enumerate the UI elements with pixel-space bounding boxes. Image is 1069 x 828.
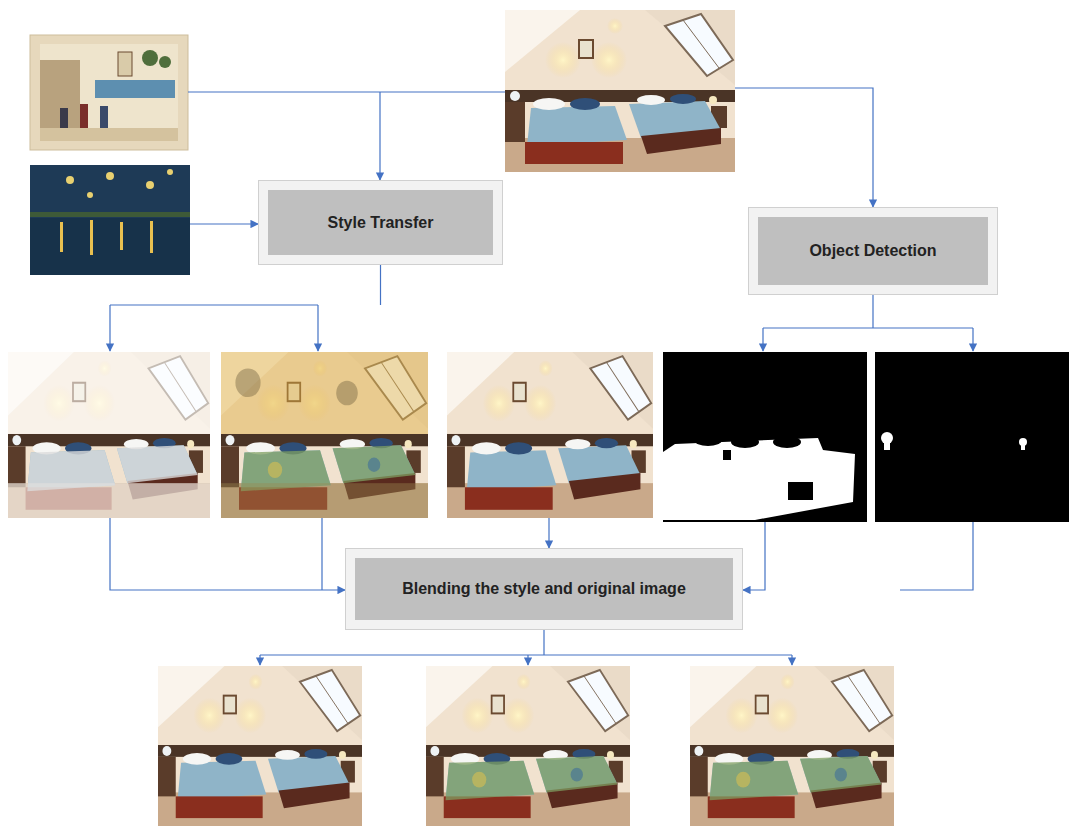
style-image-print — [30, 35, 188, 150]
flow-arrow — [260, 654, 792, 655]
flow-arrow — [872, 295, 873, 328]
process-box-fill: Object Detection — [758, 217, 988, 285]
flow-arrow — [735, 88, 873, 207]
flow-arrow — [317, 305, 318, 351]
flow-arrow — [763, 327, 973, 328]
mask-lamps — [875, 352, 1069, 522]
flow-arrow — [110, 304, 318, 305]
stylized-image-starry — [221, 352, 428, 518]
original-image — [447, 352, 653, 518]
flow-lines — [110, 88, 973, 665]
flow-arrow — [762, 328, 763, 351]
box-label: Object Detection — [809, 242, 936, 260]
process-box: Blending the style and original image — [345, 548, 743, 630]
process-box-fill: Blending the style and original image — [355, 558, 733, 620]
flow-arrow — [380, 265, 381, 305]
flow-arrow — [791, 655, 792, 665]
flow-arrow — [548, 518, 549, 548]
flow-arrow — [543, 630, 544, 655]
mask-beds — [663, 352, 867, 522]
box-label: Style Transfer — [328, 214, 434, 232]
flow-arrow — [190, 223, 258, 224]
flow-arrow — [379, 92, 380, 180]
flow-arrow — [900, 522, 973, 590]
process-box: Object Detection — [748, 207, 998, 295]
result-image — [426, 666, 630, 826]
box-label: Blending the style and original image — [402, 580, 686, 598]
process-box: Style Transfer — [258, 180, 503, 265]
stylized-image-print — [8, 352, 210, 518]
flow-arrow — [110, 518, 345, 590]
flow-arrow — [321, 518, 322, 590]
content-image — [505, 10, 735, 172]
flow-arrow — [743, 522, 765, 590]
flow-arrow — [188, 91, 505, 92]
flow-arrow — [259, 655, 260, 665]
result-image — [158, 666, 362, 826]
result-image — [690, 666, 894, 826]
flow-arrow — [527, 655, 528, 665]
flow-arrow — [972, 328, 973, 351]
process-box-fill: Style Transfer — [268, 190, 493, 255]
style-image-starry-night — [30, 165, 190, 275]
flow-arrow — [109, 305, 110, 351]
